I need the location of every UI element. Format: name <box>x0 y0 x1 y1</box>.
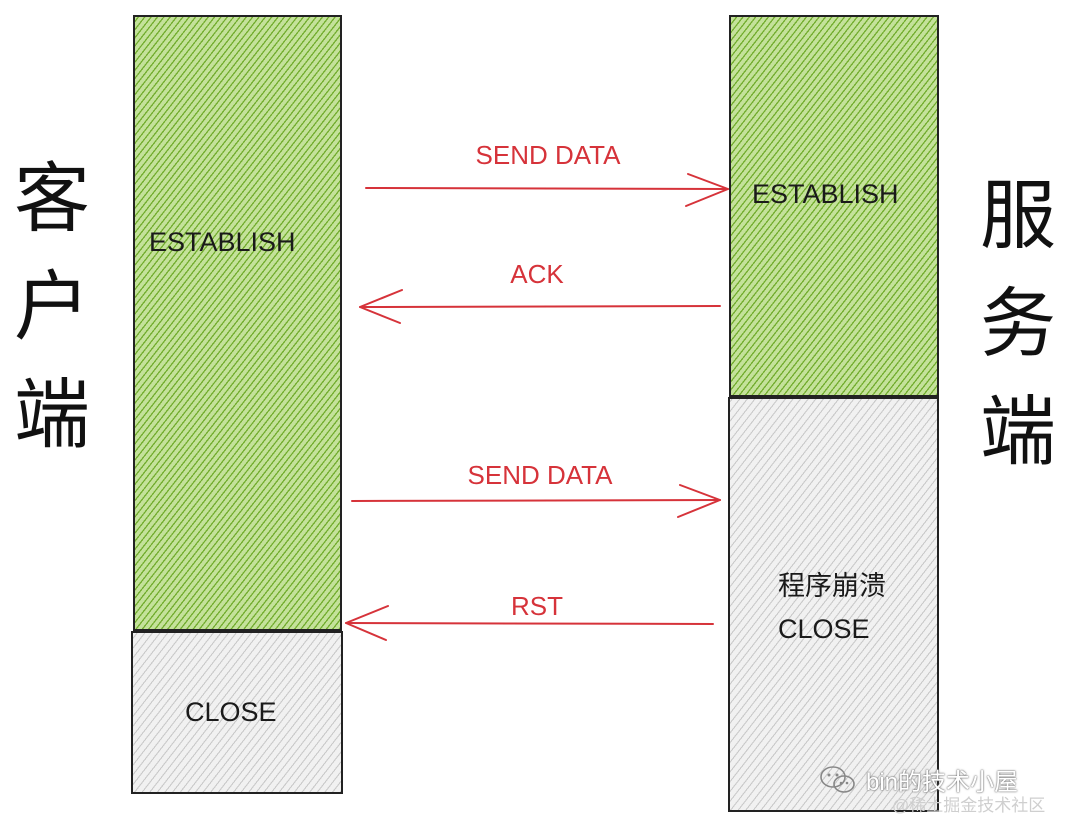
watermark: bin的技术小屋 <box>818 762 1018 797</box>
client-establish-text: ESTABLISH <box>149 227 296 257</box>
client-label-char: 户 <box>14 265 90 350</box>
server-label-char: 服 <box>980 174 1056 259</box>
arrow-send-data-1 <box>365 173 729 207</box>
server-close-label: CLOSE <box>778 614 870 644</box>
watermark-sub-text: @稀土掘金技术社区 <box>892 796 1046 815</box>
client-establish-block <box>133 15 342 631</box>
server-label-char: 务 <box>980 282 1056 367</box>
server-crash-text: 程序崩溃 CLOSE <box>778 565 886 651</box>
server-label: 服 务 端 <box>976 175 1060 499</box>
client-label-char: 客 <box>14 157 90 242</box>
client-close-text: CLOSE <box>185 697 277 727</box>
server-establish-block <box>729 15 939 397</box>
arrow-rst <box>345 605 714 641</box>
message-label-rst: RST <box>511 591 563 621</box>
client-label: 客 户 端 <box>10 158 94 482</box>
client-close-block <box>131 631 343 794</box>
message-label-ack: ACK <box>510 259 564 289</box>
server-close-block <box>728 397 939 812</box>
server-label-char: 端 <box>980 390 1056 475</box>
server-crash-label: 程序崩溃 <box>778 571 886 601</box>
wechat-icon <box>820 765 855 793</box>
client-label-char: 端 <box>14 373 90 458</box>
arrow-send-data-2 <box>351 484 721 518</box>
arrow-ack <box>359 289 721 324</box>
message-label-send-data-2: SEND DATA <box>467 460 613 490</box>
message-label-send-data-1: SEND DATA <box>475 140 621 170</box>
watermark-main-text: bin的技术小屋 <box>866 769 1019 796</box>
server-establish-text: ESTABLISH <box>752 179 899 209</box>
